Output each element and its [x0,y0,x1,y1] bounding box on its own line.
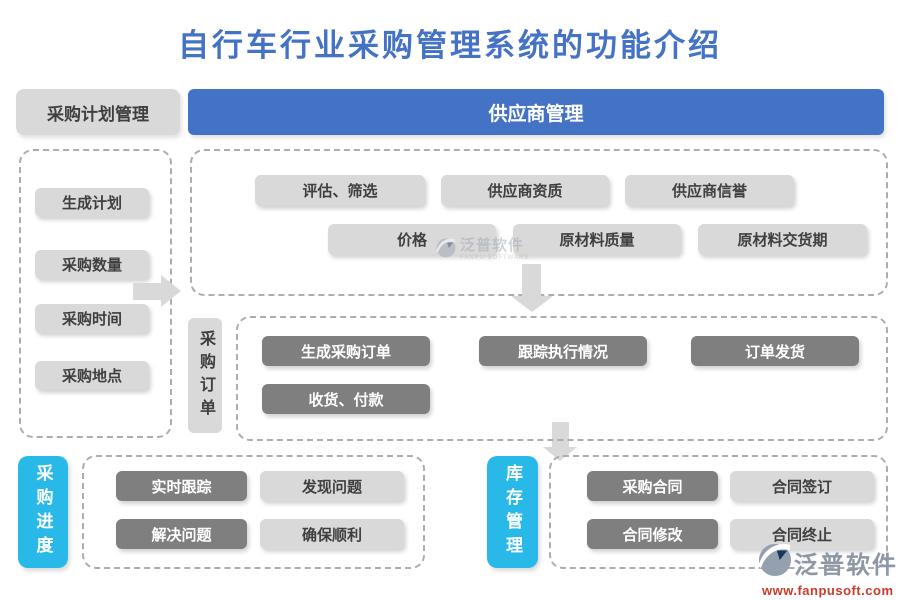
watermark-brand-text: 泛普软件 [460,237,525,254]
order-item-receive-pay: 收货、付款 [262,384,430,414]
watermark-center: 泛普软件 FANPU SOFTWARE [436,238,529,263]
progress-item-ensure-smooth: 确保顺利 [260,519,404,549]
inventory-item-contract-terminate: 合同终止 [730,519,874,549]
arrow-right-head-icon [161,275,181,307]
progress-item-find-issues: 发现问题 [260,471,404,501]
watermark-brand-subtext: FANPU SOFTWARE [460,255,530,261]
progress-item-realtime-tracking: 实时跟踪 [116,471,247,501]
plan-management-header: 采购计划管理 [16,89,180,135]
arrow-down-supplier-to-order-head-icon [511,296,553,312]
fanpu-logo-icon [436,238,456,263]
progress-section-label: 采购进度 [18,456,68,568]
inventory-item-contract-modify: 合同修改 [587,519,718,549]
inventory-section-label: 库存管理 [487,456,538,568]
watermark-corner: 泛普软件 www.fanpusoft.com [758,543,898,598]
fanpu-logo-icon [758,543,792,582]
watermark-url-text: www.fanpusoft.com [762,583,894,598]
arrow-down-supplier-to-order [522,264,541,297]
supplier-item-material-quality: 原材料质量 [513,224,681,255]
order-item-track-execution: 跟踪执行情况 [479,336,647,366]
inventory-item-purchase-contract: 采购合同 [587,471,718,501]
supplier-item-qualification: 供应商资质 [441,175,609,206]
arrow-down-order-to-inventory [552,422,569,448]
plan-item-generate-plan: 生成计划 [35,188,149,217]
page-title: 自行车行业采购管理系统的功能介绍 [178,28,722,63]
inventory-item-contract-sign: 合同签订 [730,471,874,501]
supplier-item-delivery-period: 原材料交货期 [698,224,867,255]
plan-item-time: 采购时间 [35,304,149,333]
arrow-down-order-to-inventory-head-icon [543,447,577,461]
progress-panel [82,455,425,569]
arrow-right [133,283,161,300]
plan-item-location: 采购地点 [35,361,149,390]
order-section-label: 采购订单 [188,318,222,433]
progress-item-solve-issues: 解决问题 [116,519,247,549]
plan-item-quantity: 采购数量 [35,250,149,279]
supplier-item-evaluate-filter: 评估、筛选 [255,175,425,206]
order-panel [236,316,888,441]
order-item-generate-order: 生成采购订单 [262,336,430,366]
supplier-item-reputation: 供应商信誉 [625,175,794,206]
inventory-panel [549,455,888,569]
watermark-brand-text: 泛普软件 [794,552,898,579]
supplier-management-header: 供应商管理 [188,89,884,135]
order-item-order-shipment: 订单发货 [691,336,859,366]
supplier-item-price: 价格 [328,224,496,255]
